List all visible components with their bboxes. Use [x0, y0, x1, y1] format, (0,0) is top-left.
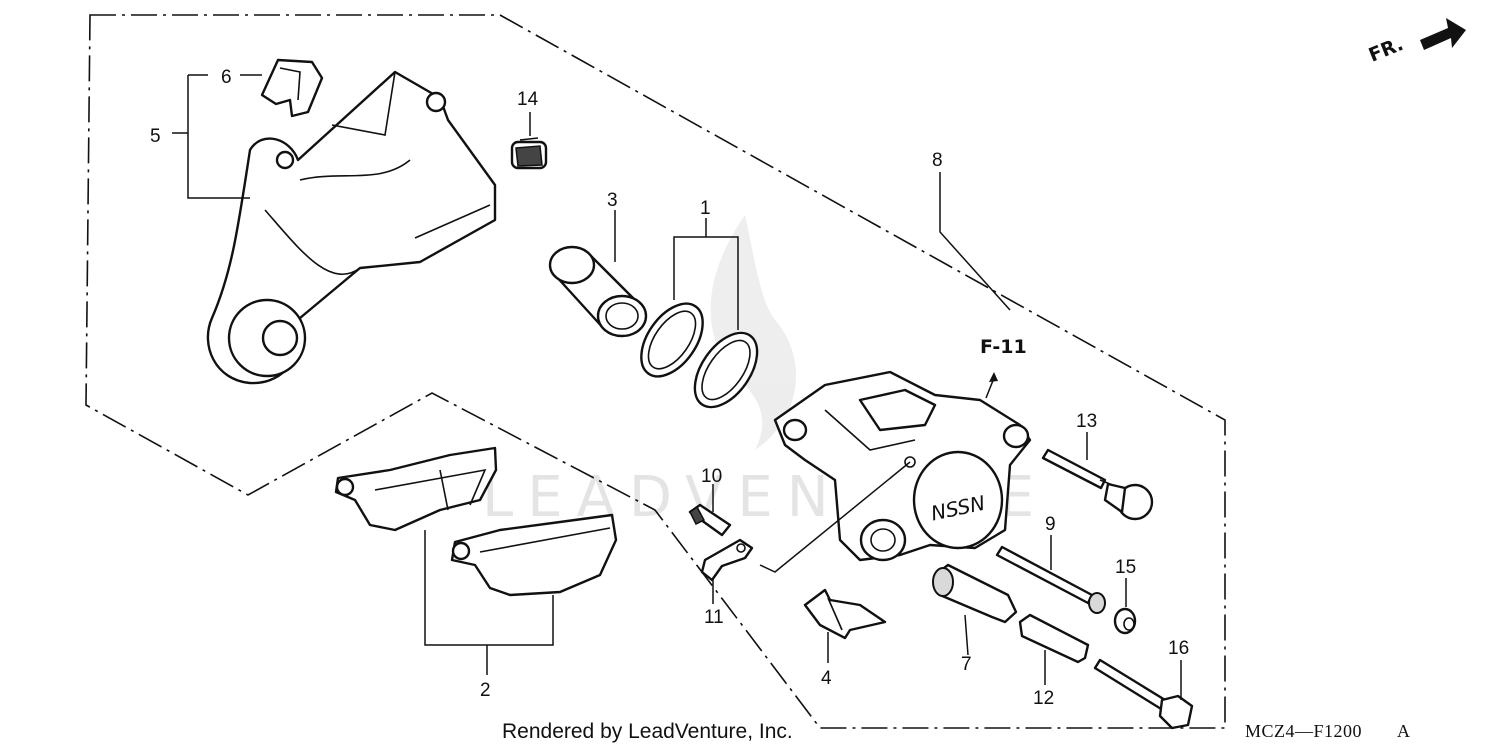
part-bleeder-cap — [510, 137, 548, 170]
callout-15: 15 — [1115, 557, 1136, 578]
callout-16: 16 — [1168, 638, 1189, 659]
reference-arrow-icon — [989, 372, 998, 382]
callout-9: 9 — [1045, 514, 1056, 535]
callout-7: 7 — [961, 654, 972, 675]
callout-3: 3 — [607, 190, 618, 211]
front-direction-indicator: FR. — [1366, 18, 1466, 67]
callout-11: 11 — [704, 607, 724, 628]
part-pin-plug — [1113, 607, 1137, 635]
part-pad-spring — [803, 588, 887, 640]
leader-lines — [172, 74, 1182, 700]
callout-2: 2 — [480, 680, 491, 701]
callout-14: 14 — [517, 89, 539, 110]
diagram-code-suffix: A — [1397, 721, 1411, 741]
part-piston-seals — [640, 302, 759, 409]
callout-4: 4 — [821, 668, 832, 689]
part-piston — [548, 245, 648, 338]
front-arrow-icon — [1420, 18, 1466, 50]
part-caliper-body: NSSN — [759, 370, 1032, 573]
footer-credit: Rendered by LeadVenture, Inc. — [502, 720, 793, 743]
part-pin-lower — [995, 545, 1106, 614]
diagram-code: MCZ4—F1200 — [1245, 721, 1362, 741]
part-pin-bolt-upper — [1041, 448, 1154, 521]
part-bleeder-valve — [688, 503, 732, 537]
part-pin-sleeve — [1018, 613, 1090, 664]
reference-label: F-11 — [980, 336, 1027, 358]
watermark-flame-icon — [710, 215, 797, 450]
part-brake-pads — [334, 446, 618, 597]
front-label: FR. — [1366, 33, 1407, 67]
part-bracket-clip — [260, 58, 324, 118]
callout-13: 13 — [1076, 411, 1097, 432]
callout-1: 1 — [700, 198, 711, 219]
callout-6: 6 — [221, 67, 232, 88]
part-mounting-bolt — [1093, 658, 1194, 730]
part-pin-boot — [932, 563, 1018, 624]
part-caliper-bracket — [206, 70, 497, 385]
callout-labels: 1 2 3 4 5 6 7 8 9 10 11 12 13 14 15 16 — [150, 67, 1189, 709]
callout-10: 10 — [701, 466, 722, 487]
callout-8: 8 — [932, 150, 943, 171]
callout-12: 12 — [1033, 688, 1054, 709]
callout-5: 5 — [150, 126, 161, 147]
part-hose-guide — [700, 538, 754, 582]
assembly-outline — [85, 14, 1226, 729]
